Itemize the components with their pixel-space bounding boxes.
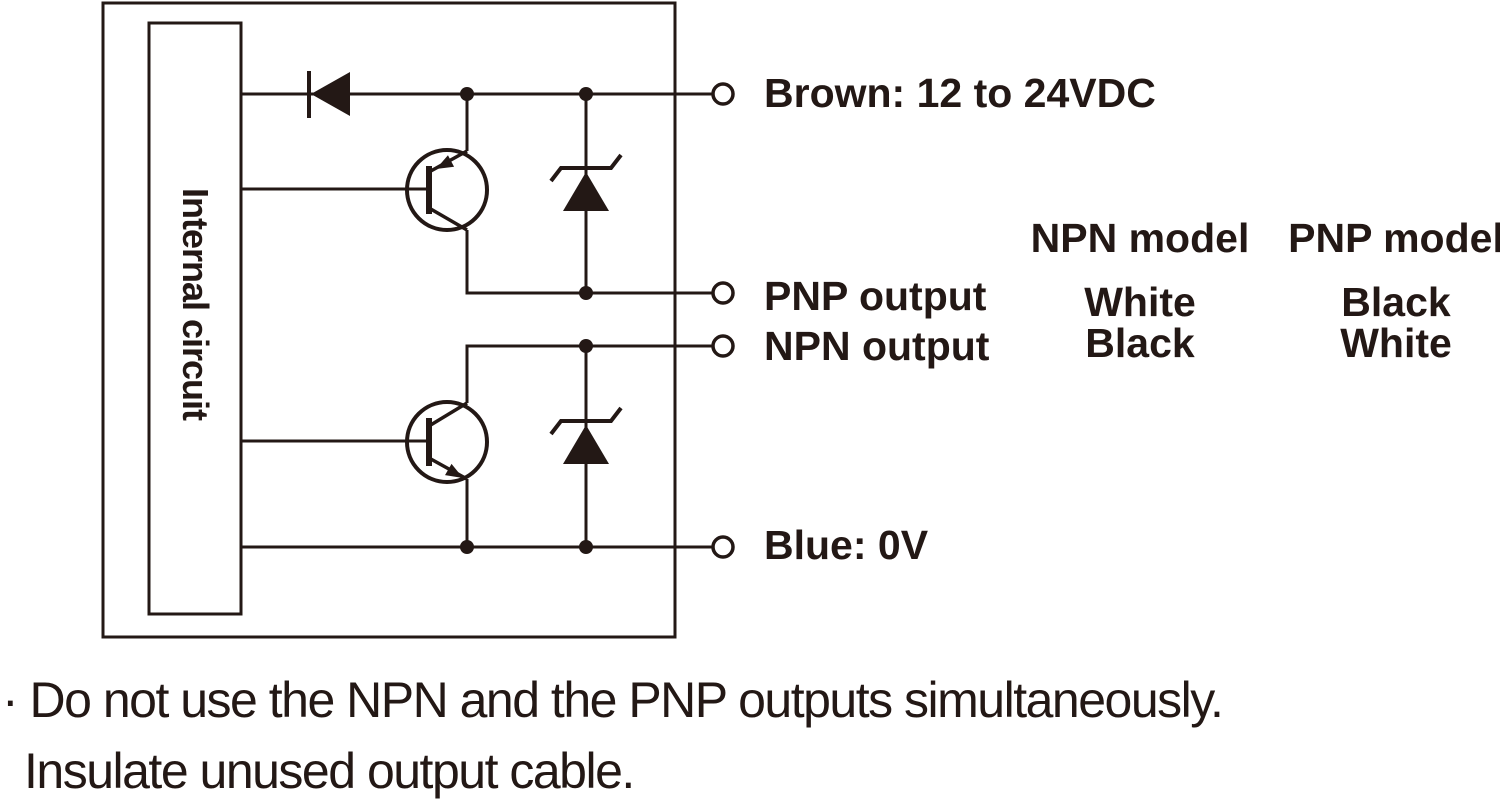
caution-note-line1: · Do not use the NPN and the PNP outputs… bbox=[2, 672, 1224, 728]
junction-dot bbox=[460, 540, 474, 554]
terminal-brown bbox=[711, 82, 735, 106]
cell-npn-output-npn-model: Black bbox=[1085, 320, 1195, 366]
pnp-transistor-icon bbox=[405, 148, 489, 232]
terminal-blue bbox=[711, 535, 735, 559]
caution-note-line2: Insulate unused output cable. bbox=[24, 743, 635, 799]
pnp-output-label: PNP output bbox=[764, 273, 987, 319]
cell-npn-output-pnp-model: White bbox=[1340, 320, 1452, 366]
junction-dot bbox=[579, 286, 593, 300]
column-header-pnp-model: PNP model bbox=[1288, 215, 1500, 261]
terminal-npn-output bbox=[711, 334, 735, 358]
outer-box bbox=[101, 1, 677, 639]
pnp-output-wire bbox=[465, 230, 713, 295]
zener-diode-upper-icon bbox=[549, 153, 623, 211]
cell-pnp-output-npn-model: White bbox=[1084, 279, 1196, 325]
column-header-npn-model: NPN model bbox=[1030, 215, 1250, 261]
brown-wire-label: Brown: 12 to 24VDC bbox=[764, 70, 1156, 116]
junction-dots bbox=[460, 87, 593, 554]
junction-dot bbox=[579, 540, 593, 554]
npn-output-label: NPN output bbox=[764, 323, 990, 369]
terminals bbox=[711, 82, 735, 559]
internal-circuit-box bbox=[147, 21, 243, 616]
terminal-pnp-output bbox=[711, 281, 735, 305]
junction-dot bbox=[460, 87, 474, 101]
npn-output-wire bbox=[465, 344, 713, 403]
junction-dot bbox=[579, 339, 593, 353]
polarity-protection-diode-icon bbox=[307, 71, 350, 118]
zener-diode-lower-icon bbox=[549, 406, 623, 464]
cell-pnp-output-pnp-model: Black bbox=[1341, 279, 1451, 325]
internal-circuit-label: Internal circuit bbox=[175, 187, 216, 421]
npn-transistor-icon bbox=[405, 400, 489, 484]
blue-wire-label: Blue: 0V bbox=[764, 522, 929, 568]
junction-dot bbox=[579, 87, 593, 101]
